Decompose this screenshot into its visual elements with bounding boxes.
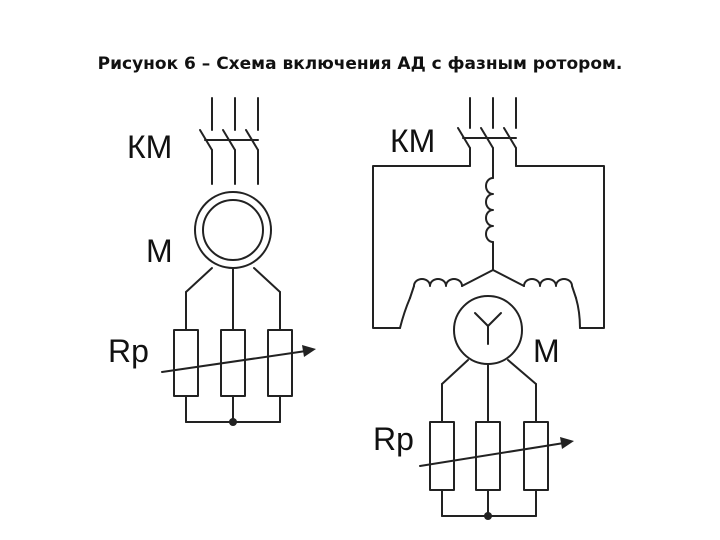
left-km-label: КМ [127, 129, 172, 165]
left-motor [194, 191, 272, 269]
right-variable-arrow [419, 437, 574, 467]
left-scheme: КМ М [108, 97, 316, 426]
left-variable-arrow [161, 345, 316, 373]
left-supply-lines [211, 97, 259, 131]
left-motor-label: М [146, 233, 173, 269]
right-rotor-leads [441, 359, 537, 423]
right-contactor-km [457, 127, 517, 167]
right-motor [453, 295, 523, 365]
right-rp-label: Rp [373, 421, 414, 457]
figure-caption: Рисунок 6 – Схема включения АД с фазным … [97, 54, 623, 74]
left-rp-label: Rp [108, 333, 149, 369]
left-rotor-leads [185, 267, 281, 331]
left-resistor-bank [173, 329, 293, 426]
right-km-label: КМ [390, 123, 435, 159]
right-stator-wiring [372, 165, 605, 329]
right-scheme: КМ [372, 97, 605, 520]
right-supply-lines [469, 97, 517, 129]
left-contactor-km [199, 129, 259, 185]
right-resistor-bank [429, 421, 549, 520]
right-motor-label: М [533, 333, 560, 369]
